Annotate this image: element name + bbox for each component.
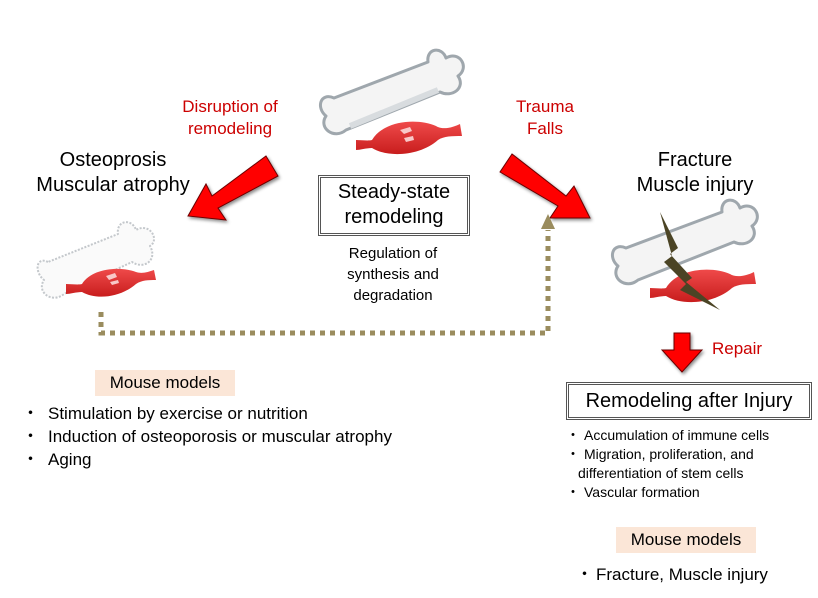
porous-bone-with-muscle-icon	[36, 221, 156, 299]
fracture-title-line2: Muscle injury	[636, 174, 754, 196]
bullet: ・	[566, 484, 580, 500]
osteoporosis-title-line1: Osteoprosis	[59, 149, 167, 171]
repair-label: Repair	[712, 339, 763, 358]
fractured-bone-with-muscle-icon	[610, 198, 759, 310]
list-item: ・Migration, proliferation, and	[566, 445, 816, 464]
disruption-label-line1: Disruption of	[182, 97, 278, 116]
list-item-continuation: differentiation of stem cells	[566, 464, 816, 483]
steady-state-title-line1: Steady-state	[337, 181, 451, 203]
right-mouse-models-label: Mouse models	[616, 527, 756, 553]
list-item-text: Accumulation of immune cells	[584, 427, 770, 443]
arrow-repair	[660, 332, 704, 373]
desc-line1: Regulation of	[348, 245, 438, 262]
trauma-label-line2: Falls	[527, 119, 563, 138]
injury-process-list: ・Accumulation of immune cells ・Migration…	[566, 426, 816, 502]
lightning-bolt-icon	[660, 212, 720, 310]
list-item-text: Induction of osteoporosis or muscular at…	[48, 427, 392, 446]
bone-with-muscle-icon	[318, 48, 465, 155]
list-item-text: Aging	[48, 450, 92, 469]
osteoporosis-title: Osteoprosis Muscular atrophy	[8, 148, 218, 198]
muscle-icon	[650, 269, 756, 303]
bullet: ・	[22, 450, 39, 469]
disruption-label: Disruption of remodeling	[160, 96, 300, 140]
right-mouse-model-list: ・Fracture, Muscle injury	[576, 564, 768, 586]
trauma-label: Trauma Falls	[490, 96, 600, 140]
left-mouse-models-label: Mouse models	[95, 370, 235, 396]
fracture-title-line1: Fracture	[657, 149, 733, 171]
list-item: ・ Induction of osteoporosis or muscular a…	[22, 425, 392, 448]
osteoporosis-title-line2: Muscular atrophy	[36, 174, 190, 196]
list-item: ・Fracture, Muscle injury	[576, 564, 768, 586]
steady-state-box: Steady-state remodeling	[318, 175, 470, 236]
list-item: ・ Stimulation by exercise or nutrition	[22, 402, 392, 425]
desc-line2: synthesis and	[347, 266, 439, 283]
bullet: ・	[566, 446, 580, 462]
muscle-icon	[66, 268, 156, 297]
list-item-text: Migration, proliferation, and	[584, 446, 754, 462]
bullet: ・	[22, 427, 39, 446]
muscle-icon	[356, 121, 462, 155]
trauma-label-line1: Trauma	[516, 97, 574, 116]
bullet: ・	[22, 404, 39, 423]
dotted-return-arrow	[98, 214, 555, 336]
list-item: ・Vascular formation	[566, 483, 816, 502]
steady-state-description: Regulation of synthesis and degradation	[320, 243, 466, 306]
list-item: ・ Aging	[22, 448, 392, 471]
arrow-to-fracture	[499, 153, 591, 219]
list-item-text: Fracture, Muscle injury	[596, 565, 768, 584]
bullet: ・	[576, 565, 593, 584]
steady-state-title-line2: remodeling	[344, 206, 444, 228]
disruption-label-line2: remodeling	[187, 119, 273, 138]
desc-line3: degradation	[353, 287, 433, 304]
list-item-text: Stimulation by exercise or nutrition	[48, 404, 308, 423]
list-item: ・Accumulation of immune cells	[566, 426, 816, 445]
arrow-to-osteoporosis	[187, 155, 279, 221]
fracture-title: Fracture Muscle injury	[600, 148, 790, 198]
left-mouse-model-list: ・ Stimulation by exercise or nutrition ・ I…	[22, 402, 392, 471]
bullet: ・	[566, 427, 580, 443]
remodeling-after-injury-box: Remodeling after Injury	[566, 382, 812, 420]
list-item-text: differentiation of stem cells	[578, 465, 744, 481]
list-item-text: Vascular formation	[584, 484, 700, 500]
